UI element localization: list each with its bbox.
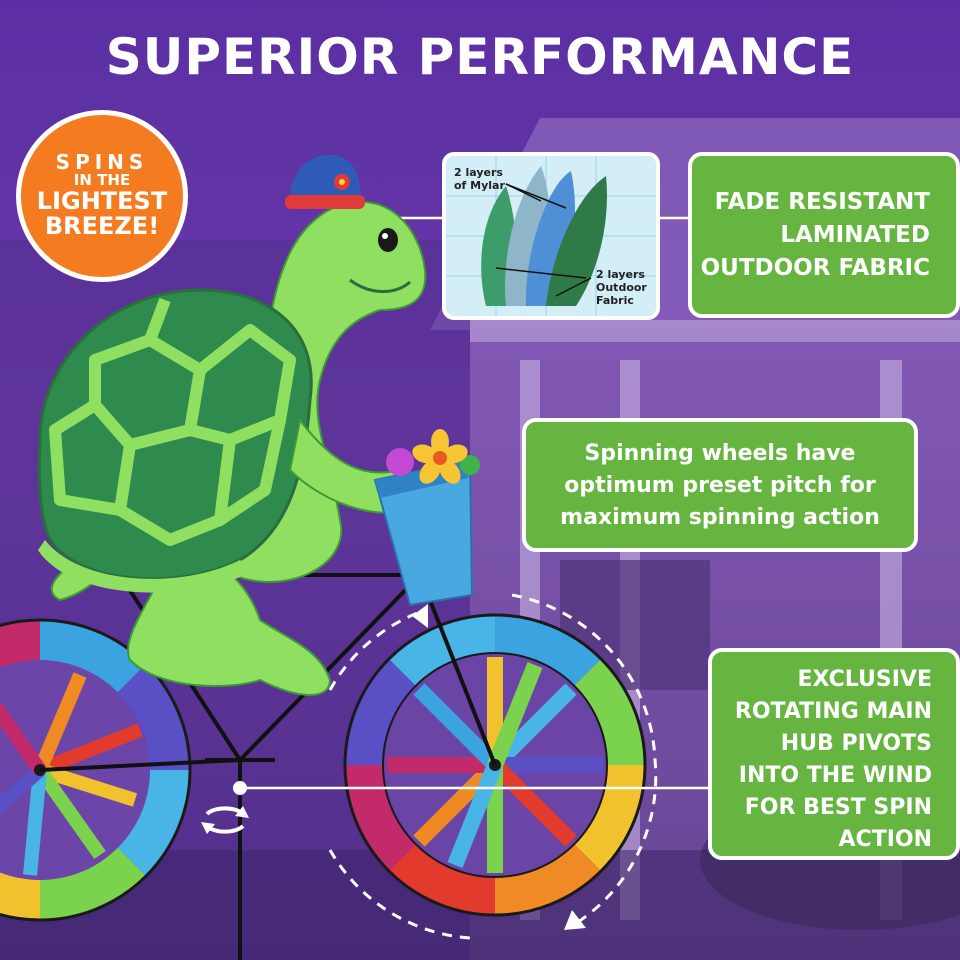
fabric-label-line-2: Outdoor (596, 281, 647, 294)
turtle-figure (37, 200, 427, 696)
wheels-feature-panel: Spinning wheels have optimum preset pitc… (522, 418, 918, 552)
hub-line-1: EXCLUSIVE (797, 667, 932, 692)
callout-dot-hub (233, 781, 247, 795)
mylar-layers-label: 2 layers of Mylar (454, 166, 505, 192)
hub-line-5: FOR BEST SPIN (744, 795, 932, 820)
hub-line-4: INTO THE WIND (738, 763, 932, 788)
fabric-label-line-3: Fabric (596, 294, 634, 307)
fabric-layers-inset: 2 layers of Mylar 2 layers Outdoor Fabri… (442, 152, 660, 320)
wheels-line-2: optimum preset pitch for (564, 473, 876, 498)
mylar-label-line-1: 2 layers (454, 166, 503, 179)
hub-line-2: ROTATING MAIN (734, 699, 932, 724)
badge-line-3: LIGHTEST (36, 187, 168, 216)
hub-line-3: HUB PIVOTS (780, 731, 932, 756)
outdoor-fabric-label: 2 layers Outdoor Fabric (596, 268, 647, 307)
spins-badge: SPINS IN THE LIGHTEST BREEZE! (16, 110, 188, 282)
fabric-line-3: OUTDOOR FABRIC (700, 255, 930, 281)
mylar-label-line-2: of Mylar (454, 179, 505, 192)
rotation-arc (328, 593, 658, 940)
fabric-feature-panel: FADE RESISTANT LAMINATED OUTDOOR FABRIC (688, 152, 960, 318)
page-title: SUPERIOR PERFORMANCE (105, 28, 855, 86)
hub-line-6: ACTION (838, 827, 932, 852)
badge-line-4: BREEZE! (44, 212, 160, 241)
fabric-line-2: LAMINATED (780, 222, 930, 248)
flower-icon (386, 429, 480, 484)
hub-feature-panel: EXCLUSIVE ROTATING MAIN HUB PIVOTS INTO … (708, 648, 960, 860)
rotate-arrows-icon (201, 806, 249, 834)
hat-icon (285, 155, 365, 209)
wheels-line-3: maximum spinning action (560, 505, 880, 530)
fabric-label-line-1: 2 layers (596, 268, 645, 281)
fabric-line-1: FADE RESISTANT (714, 189, 930, 215)
rear-wheel (0, 618, 192, 922)
wheels-line-1: Spinning wheels have (584, 441, 856, 466)
badge-line-2: IN THE (73, 171, 131, 190)
fabric-layers-diagram (446, 156, 656, 316)
badge-line-1: SPINS (55, 150, 149, 175)
